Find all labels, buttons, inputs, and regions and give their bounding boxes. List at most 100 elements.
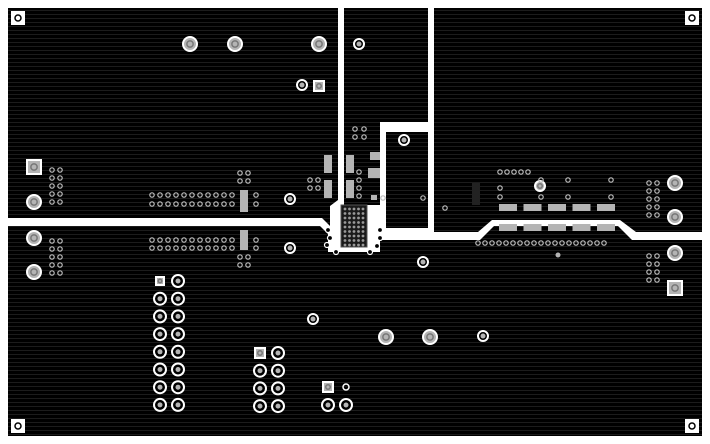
smd-pad	[240, 230, 248, 250]
pin-drill	[157, 384, 163, 390]
pin-drill	[157, 313, 163, 319]
square-pad	[26, 159, 42, 175]
via-small	[608, 177, 614, 183]
via-small	[646, 196, 652, 202]
via-small	[518, 169, 524, 175]
via-small	[489, 240, 495, 246]
via-small	[361, 126, 367, 132]
via-small	[57, 199, 63, 205]
via-small	[253, 201, 259, 207]
ic-thermal-via	[357, 243, 360, 247]
via-small	[654, 188, 660, 194]
pin-drill	[157, 331, 163, 337]
via-small	[566, 240, 572, 246]
via-small	[352, 126, 358, 132]
pin-drill	[157, 349, 163, 355]
pin-drill	[175, 296, 181, 302]
pin-drill	[157, 402, 163, 408]
via-small	[229, 237, 235, 243]
via-small	[497, 169, 503, 175]
via-small	[221, 201, 227, 207]
via-small	[504, 169, 510, 175]
smd-pad	[572, 204, 591, 211]
pad-drill	[186, 40, 194, 48]
via-small	[165, 192, 171, 198]
pad-drill	[257, 350, 263, 356]
via-small	[594, 240, 600, 246]
via-small	[49, 246, 55, 252]
via-small	[197, 237, 203, 243]
via-small	[525, 169, 531, 175]
smd-pad	[368, 168, 380, 178]
via-small	[315, 185, 321, 191]
fiducial-mark	[14, 422, 22, 430]
pin-drill	[157, 367, 163, 372]
ic-thermal-via	[357, 221, 360, 224]
via-small	[654, 196, 660, 202]
via	[342, 383, 350, 391]
ic-fanout-via	[376, 226, 384, 234]
ic-thermal-via	[343, 212, 347, 215]
through-hole-pad	[422, 329, 438, 345]
via-small	[356, 185, 362, 191]
ic-thermal-via	[348, 216, 351, 220]
via-small	[356, 193, 362, 199]
copper-pour-top-middle-right	[386, 132, 428, 228]
smd-pad	[572, 224, 591, 231]
smd-pad	[523, 224, 542, 231]
via-small	[157, 201, 163, 207]
smd-pad	[346, 155, 354, 173]
via-small	[352, 134, 358, 140]
via-small	[245, 178, 251, 184]
square-pad	[313, 80, 325, 92]
via-small	[531, 240, 537, 246]
pad-drill	[231, 40, 239, 48]
smd-pad	[548, 204, 566, 211]
via-small	[608, 194, 614, 200]
ic-thermal-via	[361, 225, 365, 229]
via-small	[253, 192, 259, 198]
smd-pad	[597, 224, 615, 231]
via-small	[420, 195, 426, 201]
through-hole-pad	[534, 180, 546, 192]
via-small	[229, 201, 235, 207]
via-small	[646, 261, 652, 267]
copper-pour-bottom	[8, 226, 702, 436]
ic-thermal-via	[352, 225, 356, 229]
via-small	[654, 269, 660, 275]
square-pad	[254, 347, 266, 359]
pin-drill	[175, 349, 181, 355]
ic-thermal-via	[361, 239, 365, 242]
via-small	[149, 237, 155, 243]
ic-fanout-via	[326, 234, 334, 242]
smd-pad	[324, 155, 332, 173]
via-small	[49, 175, 55, 181]
via-small	[49, 254, 55, 260]
ic-thermal-via	[343, 239, 347, 242]
smd-pad	[370, 152, 380, 160]
via-small	[173, 201, 179, 207]
ic-thermal-via	[343, 225, 347, 229]
smd-pad	[597, 204, 615, 211]
ic-thermal-via	[352, 230, 356, 233]
through-hole-pad	[311, 36, 327, 52]
via-small	[482, 240, 488, 246]
pin-drill	[175, 331, 181, 337]
via-small	[189, 245, 195, 251]
pad-drill	[325, 384, 331, 390]
via-small	[654, 277, 660, 283]
via-small	[229, 192, 235, 198]
via-small	[646, 180, 652, 186]
through-hole-pad	[667, 245, 683, 261]
through-hole-pad	[227, 36, 243, 52]
ic-thermal-via	[352, 207, 356, 211]
via-small	[356, 177, 362, 183]
square-pad	[667, 280, 683, 296]
via-small	[646, 277, 652, 283]
smd-pad	[371, 195, 377, 200]
via-small	[245, 262, 251, 268]
via-small	[315, 177, 321, 183]
via-small	[49, 262, 55, 268]
via-small	[253, 237, 259, 243]
via-small	[646, 188, 652, 194]
